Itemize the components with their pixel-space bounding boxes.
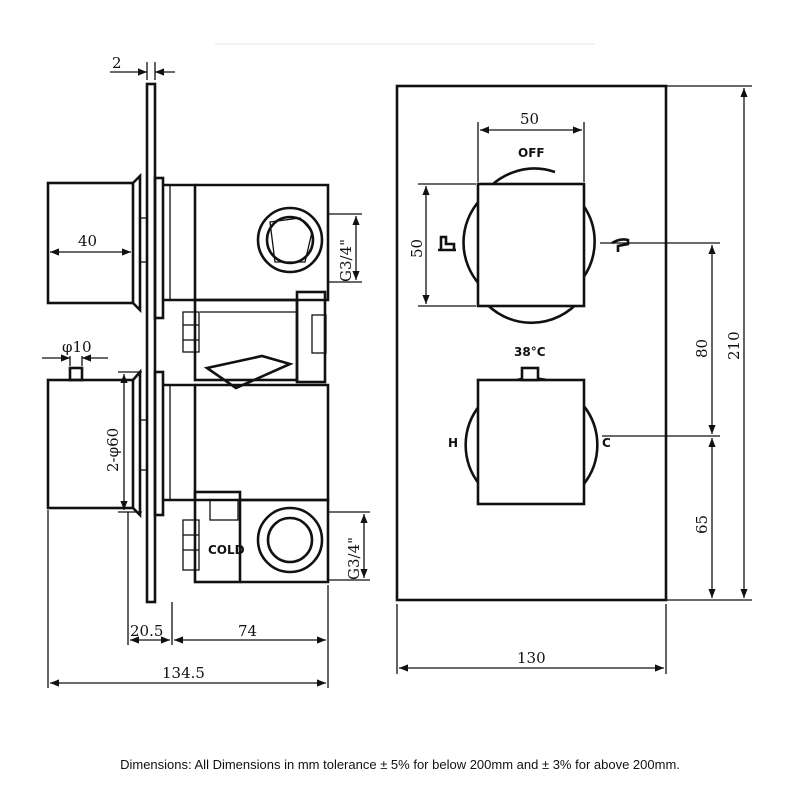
middle-nut xyxy=(311,314,327,354)
front-plate xyxy=(395,84,668,602)
lower-knob-arc-left xyxy=(464,404,482,486)
dim-plate-thickness: 2 xyxy=(112,54,122,72)
cold-c-label: C xyxy=(602,436,611,450)
lower-flange xyxy=(153,370,165,517)
dim-centre-spacing: 80 xyxy=(693,339,711,358)
middle-left-nut xyxy=(182,311,200,353)
dim-pin-diameter: φ10 xyxy=(62,338,92,356)
upper-port-hex xyxy=(269,217,313,263)
dim-body-depth: 74 xyxy=(238,622,257,640)
dim-handle-length: 40 xyxy=(78,232,97,250)
upper-port-outer xyxy=(256,206,324,274)
side-view: COLD 2 40 φ10 2-φ60 G3/4" G3/4" xyxy=(42,54,370,688)
dim-port-top: G3/4" xyxy=(337,239,355,282)
dim-plate-height: 210 xyxy=(725,331,743,360)
shower-icon xyxy=(438,235,456,252)
dim-plate-width: 130 xyxy=(517,649,546,667)
lower-port-outer xyxy=(256,506,324,574)
lower-port-housing xyxy=(240,498,330,584)
front-view: OFF 38°C H C 50 50 80 65 2 xyxy=(395,84,752,674)
upper-knob xyxy=(476,182,586,308)
dim-knob-width: 50 xyxy=(520,110,539,128)
dim-gap: 20.5 xyxy=(130,622,163,640)
upper-port-inner xyxy=(265,215,315,265)
upper-knob-arc-right xyxy=(581,204,596,279)
lower-body xyxy=(195,383,330,502)
cold-left-nut xyxy=(182,519,200,571)
lower-port-inner xyxy=(266,516,314,564)
upper-knob-arc-left xyxy=(462,199,481,286)
dim-knob-height: 50 xyxy=(408,239,426,258)
dimensions-note: Dimensions: All Dimensions in mm toleran… xyxy=(120,757,680,772)
lower-handle xyxy=(46,378,135,510)
wall-plate xyxy=(145,82,157,604)
off-label: OFF xyxy=(518,146,545,160)
hot-label: H xyxy=(448,436,458,450)
lower-knob-arc-right xyxy=(581,404,599,486)
cold-label: COLD xyxy=(208,543,245,557)
lower-knob xyxy=(476,378,586,506)
dim-lower-offset: 65 xyxy=(693,515,711,534)
middle-wedge xyxy=(203,354,294,390)
upper-handle-collar xyxy=(132,172,142,314)
upper-body xyxy=(195,183,330,302)
upper-handle xyxy=(46,181,135,305)
cold-inlet-housing xyxy=(193,490,242,584)
middle-cap xyxy=(295,290,327,384)
temp-label: 38°C xyxy=(514,345,546,359)
lower-body-neck xyxy=(163,383,197,502)
pin xyxy=(68,366,84,382)
upper-flange xyxy=(153,176,165,320)
upper-body-neck xyxy=(163,183,197,302)
dim-overall-depth: 134.5 xyxy=(162,664,205,682)
tap-icon xyxy=(611,238,630,252)
cold-inlet-nut xyxy=(209,499,239,521)
dim-port-bottom: G3/4" xyxy=(345,537,363,580)
dim-knob-diameter: 2-φ60 xyxy=(104,428,122,472)
temp-stop xyxy=(520,366,540,382)
